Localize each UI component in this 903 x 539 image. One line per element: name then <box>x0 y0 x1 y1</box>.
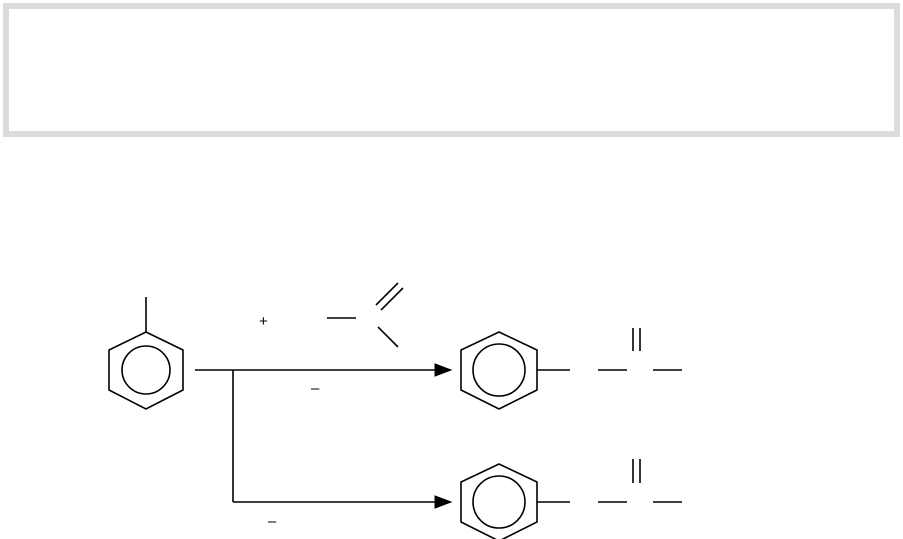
aromatic-circle-product-top <box>472 343 526 397</box>
reaction-arrows: – – <box>232 363 453 530</box>
benzene-ring-product-bottom <box>460 463 538 539</box>
reagent-bond-lower <box>377 326 399 348</box>
reagent-double-bond-b <box>380 287 404 311</box>
arrow-bottom-label: – <box>268 513 277 530</box>
product-top <box>460 328 682 410</box>
arrow-top-label: – <box>311 380 320 397</box>
header-panel <box>3 3 900 137</box>
benzene-ring-start <box>108 331 184 410</box>
reagent-double-bond-a <box>375 282 399 306</box>
starting-material <box>108 297 233 410</box>
plus-sign: + <box>259 313 268 330</box>
arrow-top-head <box>434 363 453 377</box>
aromatic-circle-product-bottom <box>472 475 526 529</box>
reagent-fragment: + <box>259 282 404 348</box>
aromatic-circle-start <box>121 345 171 395</box>
arrow-bottom-head <box>434 495 453 509</box>
benzene-ring-product-top <box>460 331 538 410</box>
product-bottom <box>460 459 682 539</box>
